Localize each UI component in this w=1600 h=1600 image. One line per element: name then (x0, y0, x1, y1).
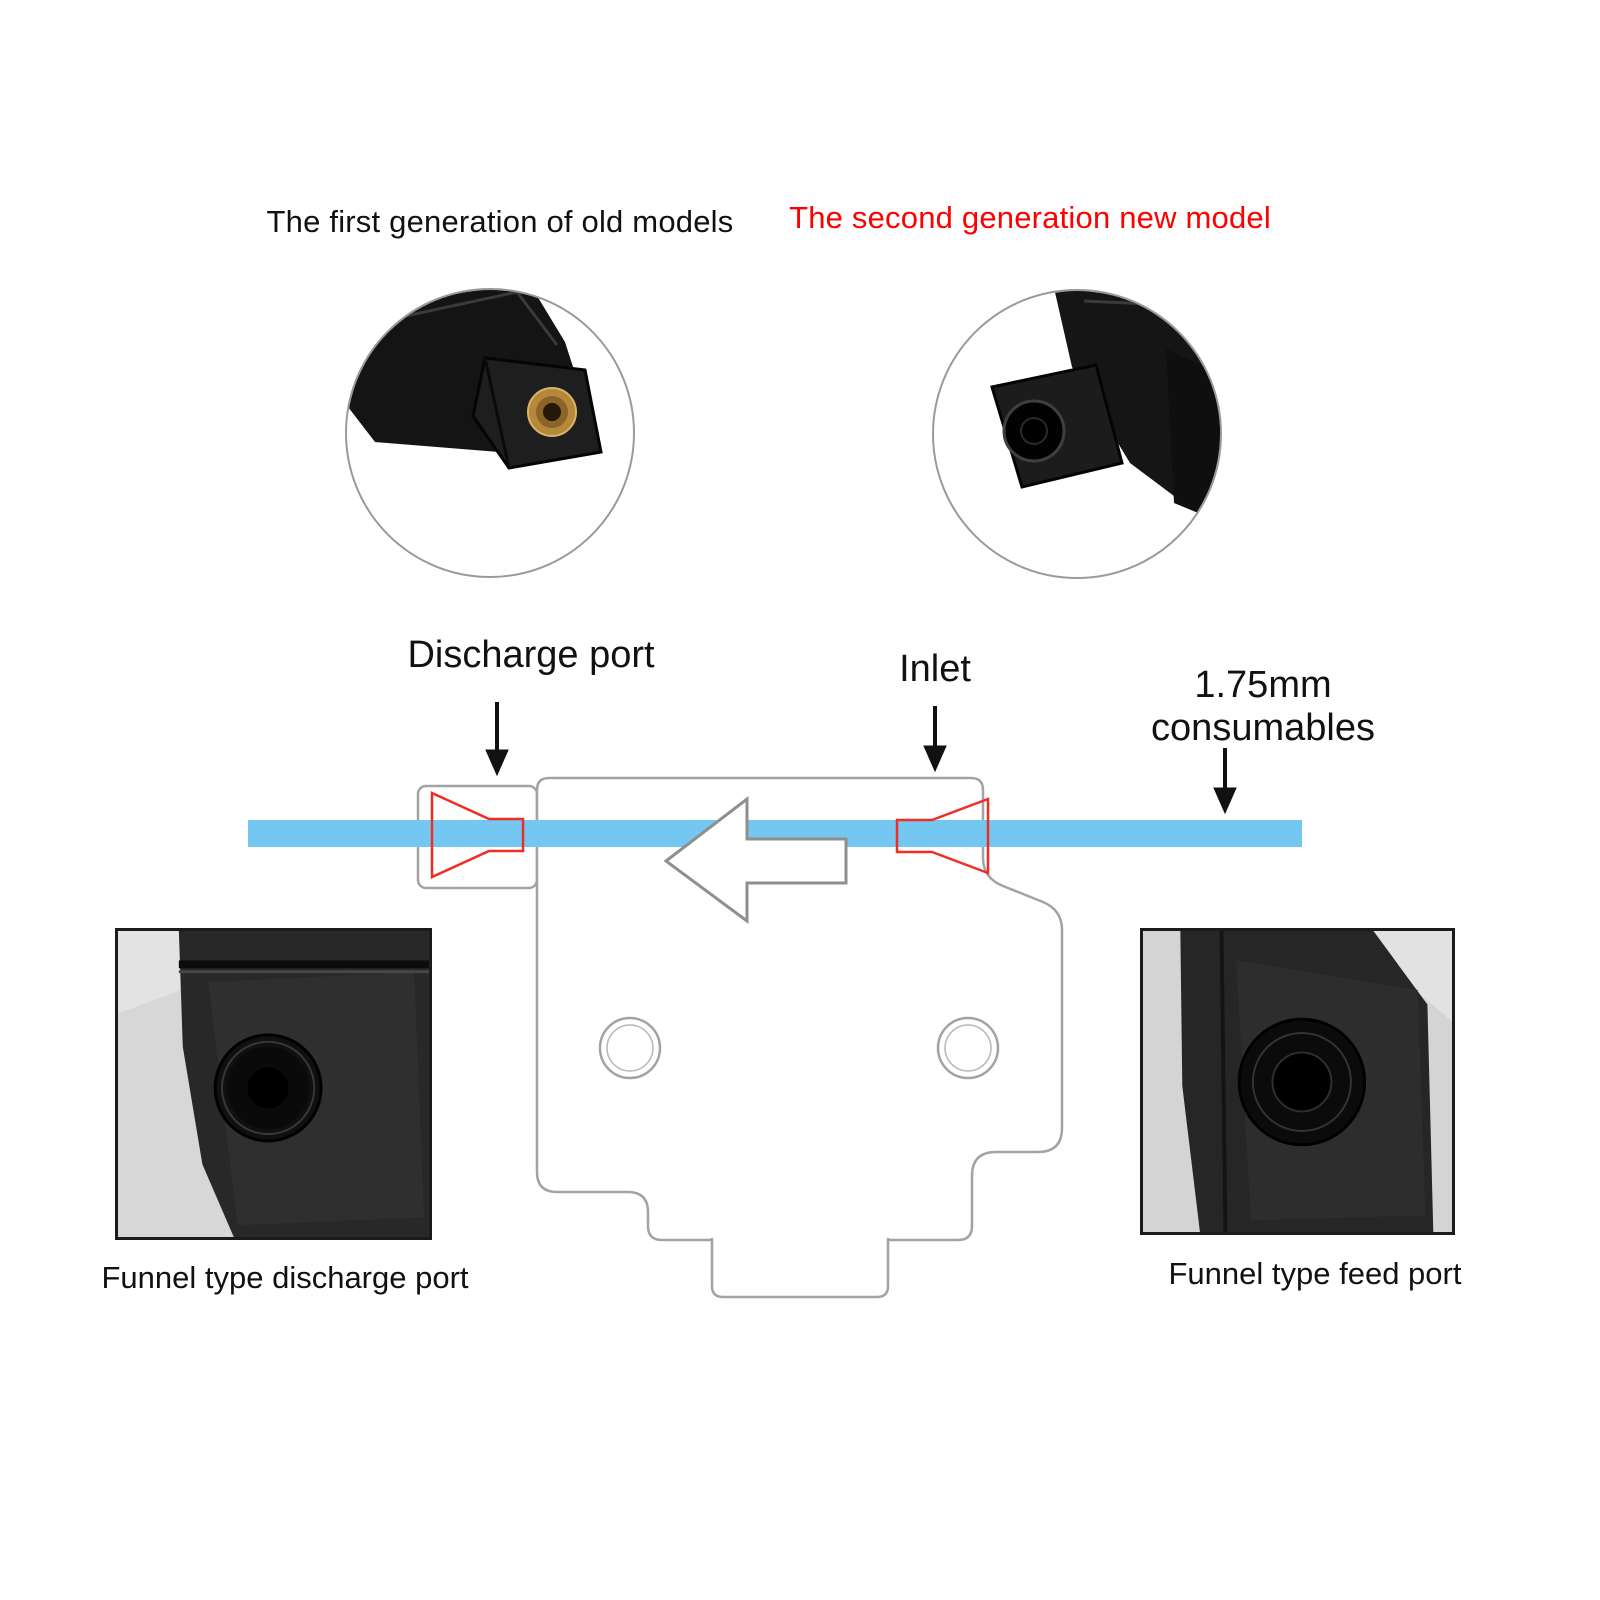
mounting-tab-outline (710, 1238, 890, 1299)
discharge-block-outline (416, 784, 539, 890)
old-model-photo (345, 288, 635, 578)
consumables-down-arrow-icon (1213, 748, 1237, 815)
discharge-hole (247, 1067, 289, 1109)
sensor-body-outline (535, 776, 1064, 1242)
discharge-port-label: Discharge port (407, 634, 655, 676)
discharge-funnel-outline (430, 791, 525, 879)
discharge-port-caption: Funnel type discharge port (101, 1260, 469, 1295)
feed-port-photo-art (1143, 931, 1452, 1232)
part-photo-shapes (990, 291, 1220, 523)
old-model-photo-art (347, 290, 603, 470)
consumables-label: 1.75mm consumables (1151, 664, 1375, 749)
screw-hole-left (598, 1016, 662, 1080)
feed-hole (1272, 1052, 1332, 1112)
old-model-title: The first generation of old models (266, 204, 734, 239)
new-model-photo (932, 289, 1222, 579)
filament-bar (248, 820, 1302, 847)
discharge-port-photo-art (118, 931, 429, 1237)
new-model-title: The second generation new model (789, 200, 1271, 235)
part-photo-shapes (347, 290, 603, 470)
screw-hole-right (936, 1016, 1000, 1080)
inlet-funnel-outline (895, 797, 990, 875)
discharge-port-photo (115, 928, 432, 1240)
inlet-down-arrow-icon (923, 706, 947, 773)
part-photo-shapes (1143, 931, 1452, 1232)
feed-port-photo (1140, 928, 1455, 1235)
discharge-down-arrow-icon (485, 702, 509, 777)
feed-port-caption: Funnel type feed port (1168, 1256, 1462, 1291)
new-model-photo-art (990, 291, 1220, 523)
part-photo-shapes (118, 931, 429, 1237)
flow-arrow-icon (663, 795, 848, 924)
inlet-label: Inlet (899, 648, 971, 690)
